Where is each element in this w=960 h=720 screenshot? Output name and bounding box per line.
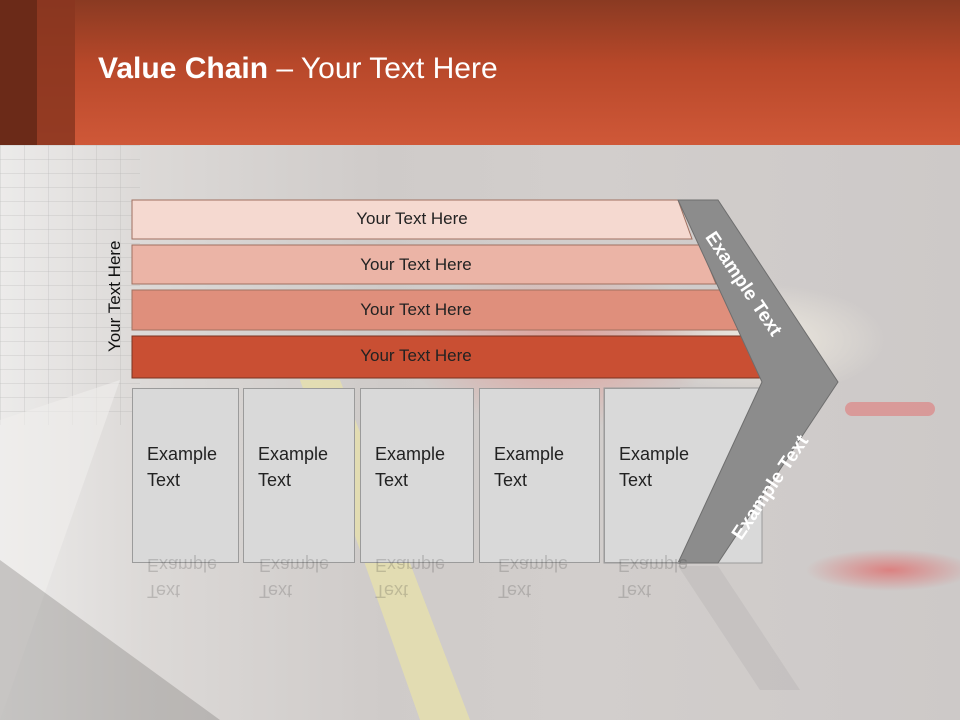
title-bold: Value Chain xyxy=(98,52,269,85)
activity-box-3[interactable]: Example Text xyxy=(360,388,474,563)
band-1[interactable]: Your Text Here xyxy=(132,200,692,238)
side-label[interactable]: Your Text Here xyxy=(105,240,124,352)
box-4-line2: Text xyxy=(494,470,528,490)
header-accent-mid xyxy=(37,0,75,145)
chevron-arrow[interactable] xyxy=(677,199,839,564)
band-shape-2[interactable] xyxy=(131,244,717,285)
band-4-label: Your Text Here xyxy=(360,346,472,365)
chevron-reflection xyxy=(678,566,800,690)
slide-title[interactable]: Value Chain – Your Text Here xyxy=(98,52,498,86)
band-4[interactable]: Your Text Here xyxy=(132,337,700,375)
box-3-line2: Text xyxy=(375,470,409,490)
activity-box-2[interactable]: Example Text xyxy=(243,388,355,563)
background-tiles xyxy=(0,145,140,425)
band-shape-1[interactable] xyxy=(131,199,693,240)
band-2-label: Your Text Here xyxy=(360,255,472,274)
band-3-label: Your Text Here xyxy=(360,300,472,319)
box-2-line2: Text xyxy=(258,470,292,490)
header-bar: Value Chain – Your Text Here xyxy=(0,0,960,145)
activity-box-4[interactable]: Example Text xyxy=(479,388,600,563)
band-1-label: Your Text Here xyxy=(356,209,468,228)
box-4-line1: Example xyxy=(494,444,565,464)
band-2[interactable]: Your Text Here xyxy=(132,246,700,284)
header-accent-dark xyxy=(0,0,37,145)
title-rest: – Your Text Here xyxy=(268,52,498,85)
box-5-line2: Text xyxy=(619,470,653,490)
band-3[interactable]: Your Text Here xyxy=(132,291,700,329)
box-1-line1: Example xyxy=(147,444,218,464)
box-2-line1: Example xyxy=(258,444,329,464)
box-5-line1: Example xyxy=(619,444,690,464)
box-1-line2: Text xyxy=(147,470,181,490)
activity-box-5[interactable]: Example Text xyxy=(604,388,690,563)
activity-box-1[interactable]: Example Text xyxy=(132,388,239,563)
box-3-line1: Example xyxy=(375,444,446,464)
